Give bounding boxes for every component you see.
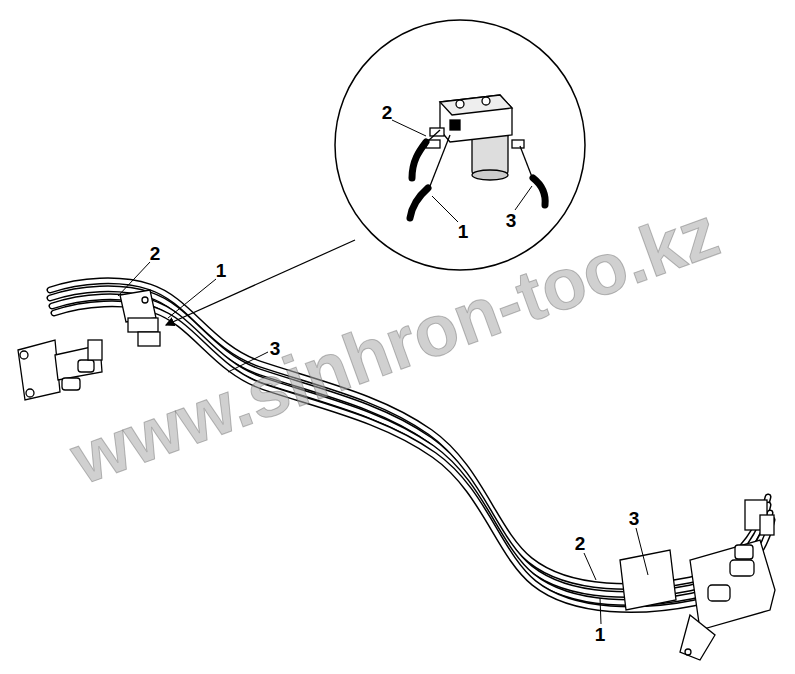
callout-number: 2 (150, 244, 161, 263)
callout-number: 3 (629, 509, 640, 528)
callout-number: 2 (575, 534, 586, 553)
callout-number: 1 (216, 261, 227, 280)
callout-number: 1 (595, 625, 606, 644)
callout-number: 2 (382, 103, 393, 122)
callout-number: 3 (506, 211, 517, 230)
callout-number: 1 (458, 222, 469, 241)
